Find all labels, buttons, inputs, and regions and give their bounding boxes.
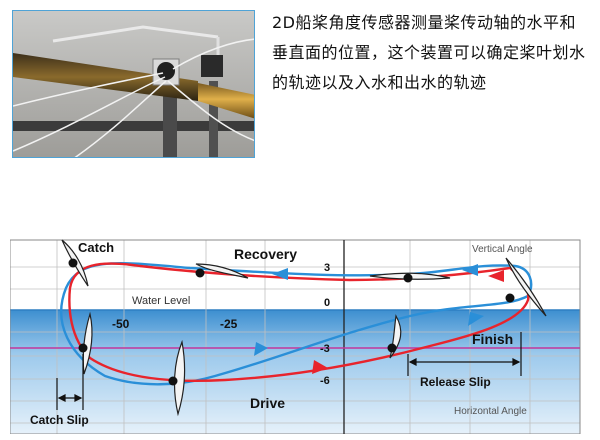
catch-label: Catch xyxy=(78,240,114,255)
oar-trajectory-diagram: Catch Recovery Drive Finish Catch Slip R… xyxy=(9,238,590,438)
finish-label: Finish xyxy=(472,331,513,347)
v-tick-3: 3 xyxy=(324,262,330,274)
description-text: 2D船桨角度传感器测量桨传动轴的水平和垂直面的位置，这个装置可以确定桨叶划水的轨… xyxy=(272,13,586,92)
catch-slip-marker xyxy=(56,354,84,410)
v-tick-minus-6: -6 xyxy=(320,375,330,387)
arrow-drive-blue xyxy=(254,342,268,356)
drive-label: Drive xyxy=(250,395,285,411)
arrow-drive-red xyxy=(312,360,328,374)
vertical-angle-label: Vertical Angle xyxy=(472,244,533,255)
v-tick-0: 0 xyxy=(324,297,330,309)
arrow-top-blue xyxy=(462,264,478,276)
blue-trajectory xyxy=(60,262,533,386)
recovery-label: Recovery xyxy=(234,246,297,262)
arrow-finish-blue xyxy=(468,312,484,326)
sensor-photo xyxy=(12,10,255,158)
v-tick-minus-3: -3 xyxy=(320,343,330,355)
water-level-label: Water Level xyxy=(132,295,190,307)
blade-pivots xyxy=(68,258,515,386)
arrow-top-red xyxy=(488,270,504,282)
release-slip-marker xyxy=(407,332,522,376)
arrow-recovery xyxy=(272,268,288,280)
catch-slip-label: Catch Slip xyxy=(30,413,89,427)
h-tick-minus-50: -50 xyxy=(112,317,130,331)
h-tick-minus-25: -25 xyxy=(220,317,238,331)
horizontal-angle-label: Horizontal Angle xyxy=(454,406,527,417)
red-trajectory xyxy=(68,262,530,383)
release-slip-label: Release Slip xyxy=(420,375,491,389)
